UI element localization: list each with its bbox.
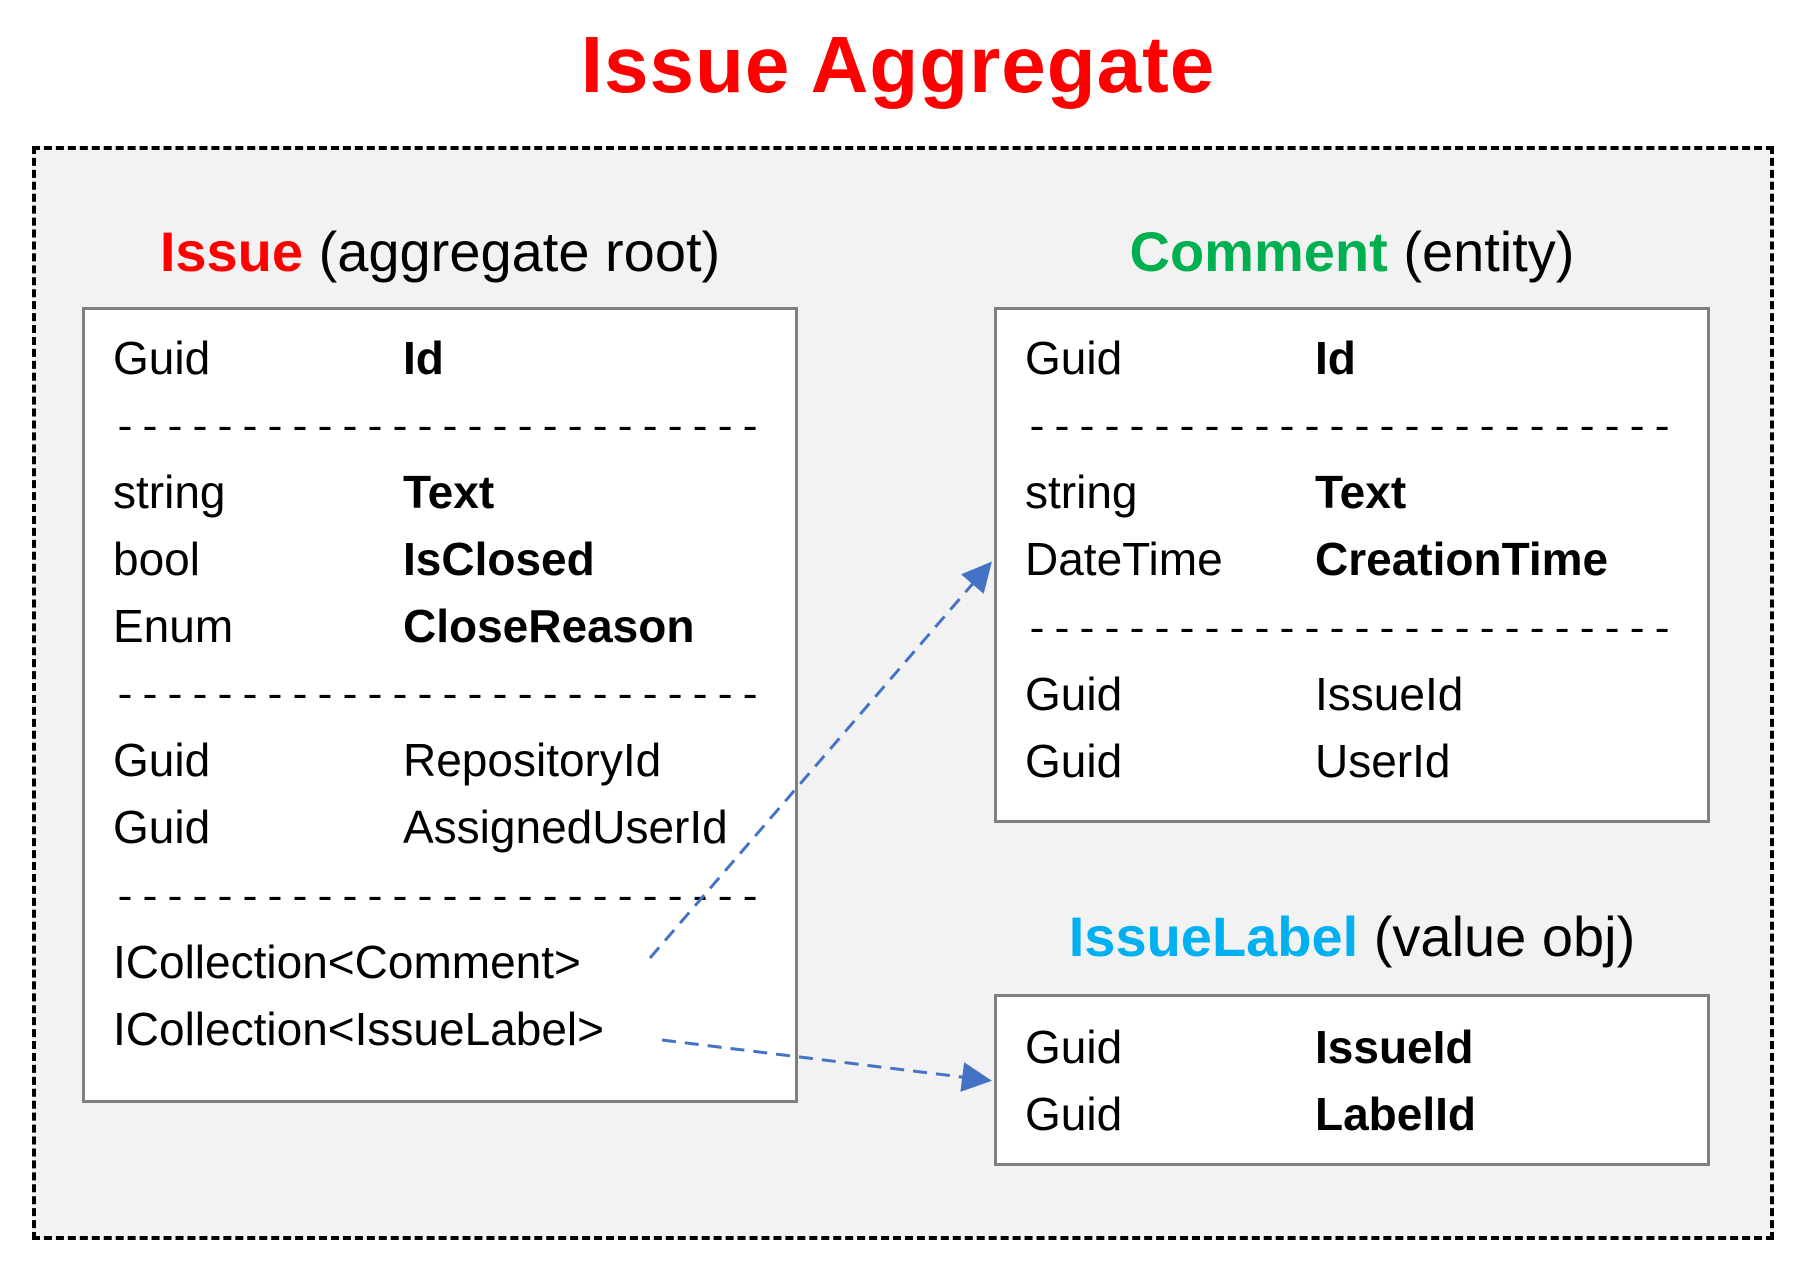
type-label: Guid [1025, 332, 1123, 384]
type-label: Guid [1025, 668, 1123, 720]
comment-class-box: Guid Id --------------------------------… [994, 307, 1710, 823]
field-label: Text [403, 466, 495, 518]
comment-heading: Comment (entity) [994, 217, 1710, 287]
field-label: CreationTime [1315, 533, 1609, 585]
issuelabel-row-labelid: Guid LabelId [997, 1081, 1707, 1147]
type-label: string [1025, 466, 1138, 518]
issue-row-text: string Text [85, 459, 795, 525]
field-label: RepositoryId [403, 734, 662, 786]
issue-row-assigneduserid: Guid AssignedUserId [85, 794, 795, 860]
separator: ------------------------------------- [113, 880, 763, 920]
type-label: Guid [1025, 735, 1123, 787]
comment-row-creationtime: DateTime CreationTime [997, 526, 1707, 592]
comment-kind: (entity) [1403, 220, 1575, 283]
issue-row-repositoryid: Guid RepositoryId [85, 727, 795, 793]
issue-row-isclosed: bool IsClosed [85, 526, 795, 592]
separator: ------------------------------------- [113, 678, 763, 718]
comment-row-userid: Guid UserId [997, 728, 1707, 794]
field-label: IsClosed [403, 533, 595, 585]
type-label: Enum [113, 600, 234, 652]
separator: ------------------------------------- [1025, 410, 1675, 450]
type-label: Guid [113, 734, 211, 786]
issuelabel-class-box: Guid IssueId Guid LabelId [994, 994, 1710, 1166]
comment-name: Comment [1129, 220, 1388, 283]
comment-row-id: Guid Id [997, 325, 1707, 391]
type-label: ICollection<IssueLabel> [113, 1003, 604, 1055]
separator: ------------------------------------- [113, 410, 763, 450]
field-label: Text [1315, 466, 1407, 518]
field-label: UserId [1315, 735, 1451, 787]
issue-heading: Issue (aggregate root) [82, 217, 798, 287]
type-label: DateTime [1025, 533, 1223, 585]
field-label: AssignedUserId [403, 801, 728, 853]
type-label: ICollection<Comment> [113, 936, 581, 988]
issue-row-closereason: Enum CloseReason [85, 593, 795, 659]
issuelabel-kind: (value obj) [1373, 905, 1636, 968]
field-label: Id [403, 332, 444, 384]
type-label: Guid [1025, 1088, 1123, 1140]
type-label: Guid [1025, 1021, 1123, 1073]
issuelabel-heading: IssueLabel (value obj) [994, 902, 1710, 972]
issue-row-labels: ICollection<IssueLabel> [85, 996, 795, 1062]
type-label: Guid [113, 801, 211, 853]
type-label: Guid [113, 332, 211, 384]
issue-class-box: Guid Id --------------------------------… [82, 307, 798, 1103]
issue-kind: (aggregate root) [318, 220, 721, 283]
type-label: bool [113, 533, 200, 585]
comment-row-issueid: Guid IssueId [997, 661, 1707, 727]
diagram-title: Issue Aggregate [580, 20, 1216, 109]
issuelabel-row-issueid: Guid IssueId [997, 1014, 1707, 1080]
separator: ------------------------------------- [1025, 612, 1675, 652]
field-label: IssueId [1315, 1021, 1474, 1073]
field-label: Id [1315, 332, 1356, 384]
field-label: IssueId [1315, 668, 1464, 720]
field-label: CloseReason [403, 600, 695, 652]
issuelabel-name: IssueLabel [1068, 905, 1359, 968]
type-label: string [113, 466, 226, 518]
field-label: LabelId [1315, 1088, 1477, 1140]
issue-name: Issue [159, 220, 304, 283]
comment-row-text: string Text [997, 459, 1707, 525]
issue-row-comments: ICollection<Comment> [85, 929, 795, 995]
issue-row-id: Guid Id [85, 325, 795, 391]
